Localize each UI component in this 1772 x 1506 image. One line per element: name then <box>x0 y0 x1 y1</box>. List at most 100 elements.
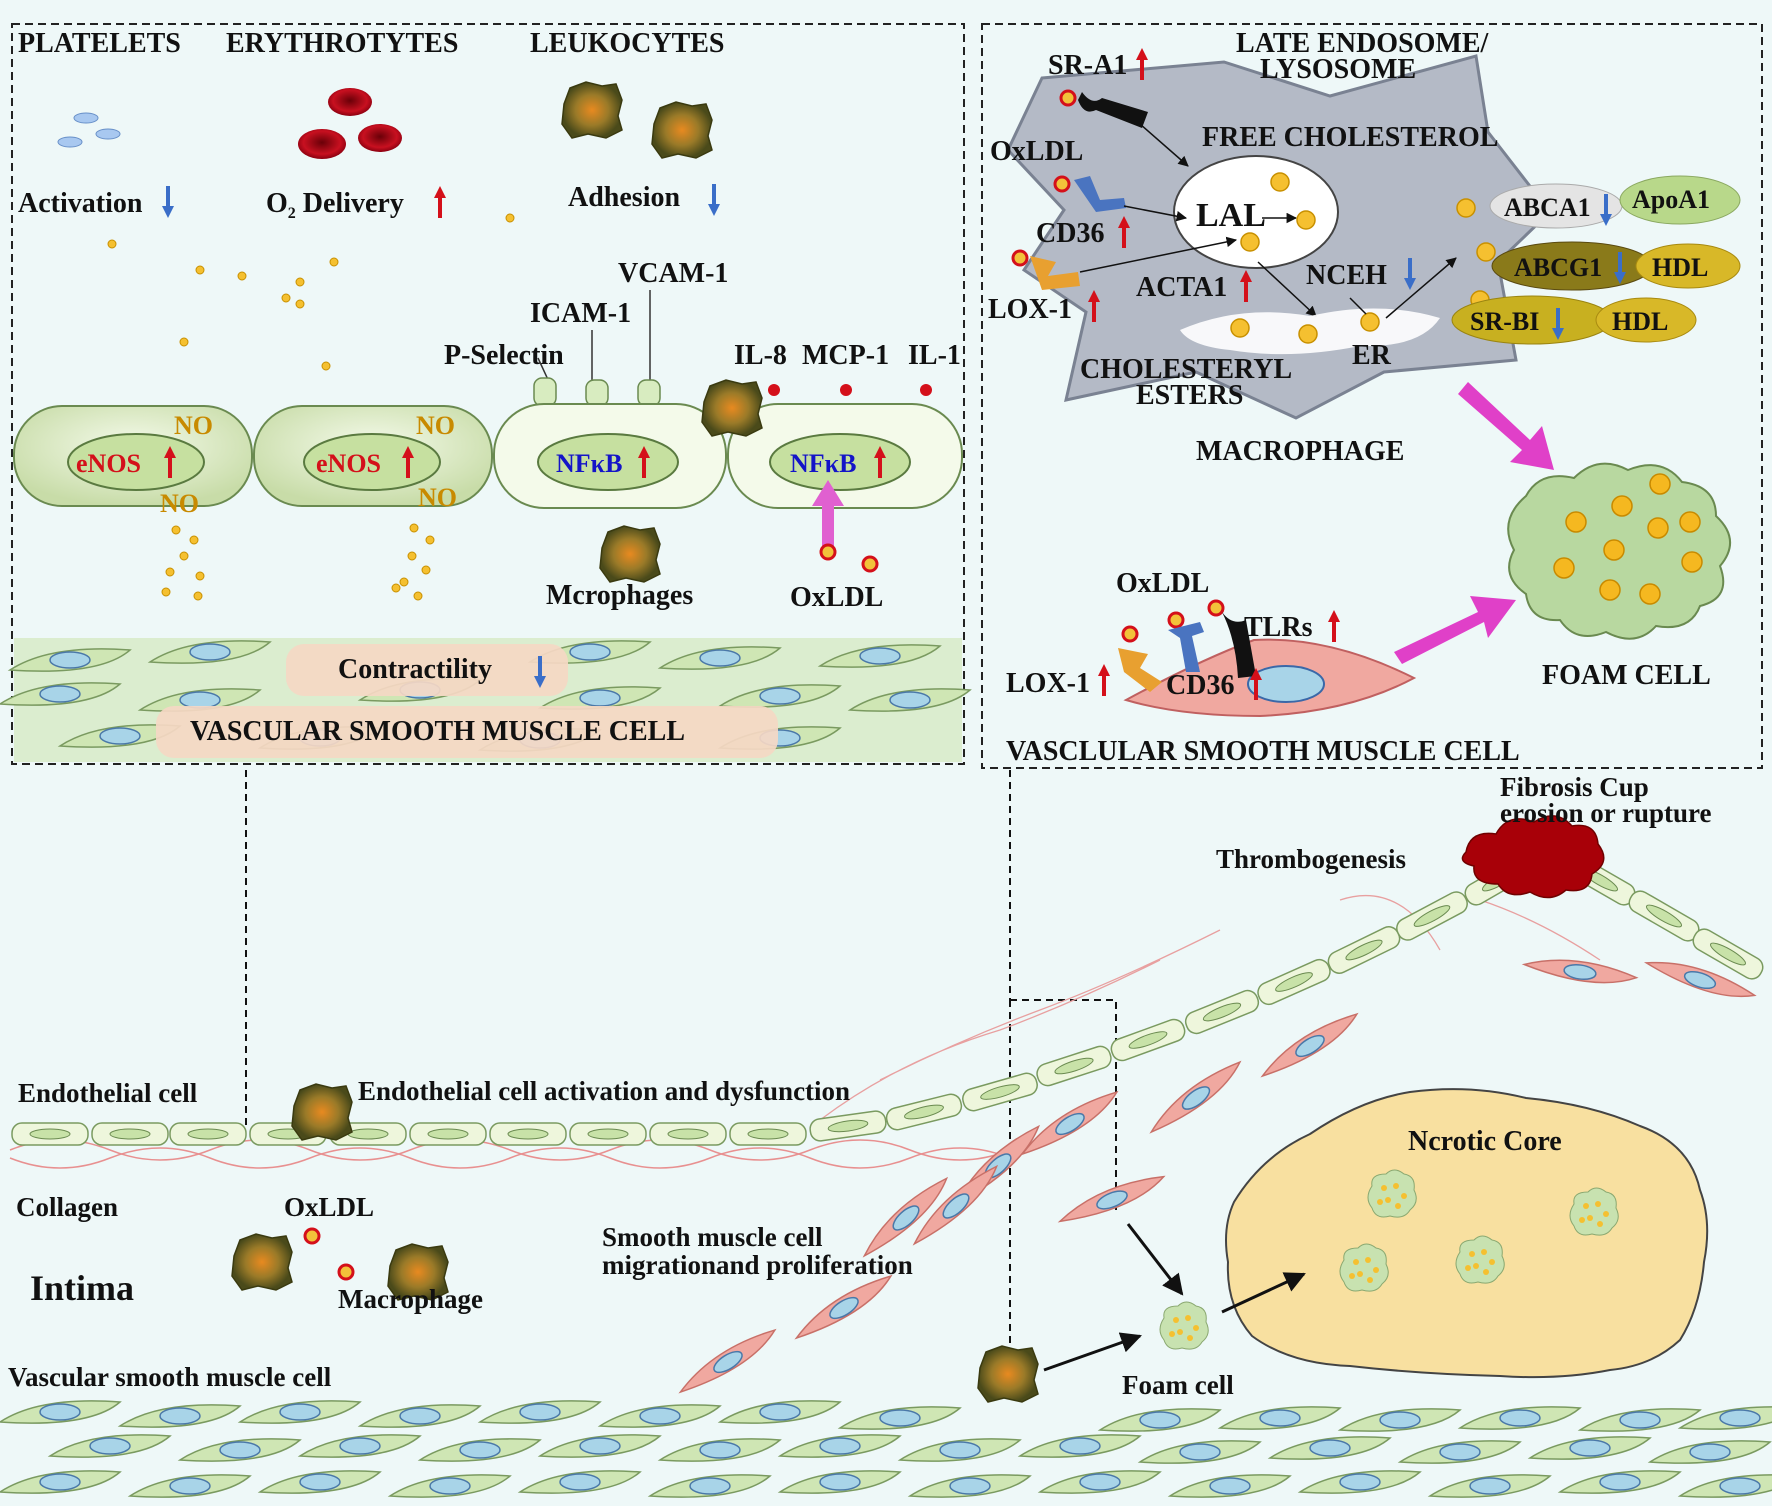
lox1-vsmc-receptor <box>1118 648 1162 692</box>
no-particles-bottom <box>161 523 435 601</box>
ester-dot-3 <box>1360 312 1380 332</box>
vsmc-top-label: VASCULAR SMOOTH MUSCLE CELL <box>190 716 685 747</box>
no-label-1a: NO <box>174 411 213 440</box>
vsmc-layer-bottom <box>0 1400 1772 1498</box>
cholesterol-dot-1 <box>1270 172 1290 192</box>
oxldl-uptake-arrow-shaft <box>822 500 834 546</box>
sra1-to-lal-arrow <box>1139 123 1189 167</box>
lox1-to-lal-arrow <box>1079 236 1238 273</box>
mcrophage-cell <box>599 525 661 583</box>
efflux-arrow <box>1385 257 1457 319</box>
cd36-receptor <box>1074 176 1126 212</box>
smc-migration-label-2: migrationand proliferation <box>602 1250 913 1280</box>
erythrocytes-label: ERYTHROTYTES <box>226 28 458 59</box>
cd36-vsmc-ligand <box>1167 611 1185 629</box>
lox1-vsmc-label: LOX-1 <box>1006 668 1090 699</box>
contractility-box <box>286 644 568 696</box>
collagen-line-2 <box>9 1147 1011 1169</box>
activation-label: Activation <box>18 188 143 219</box>
endothelial-cell-4: NFκB <box>727 403 963 509</box>
sra1-ligand <box>1059 89 1077 107</box>
core-foam-1 <box>1367 1169 1417 1218</box>
macrophage-label-bottom: Macrophage <box>338 1284 483 1314</box>
lox1-receptor <box>1030 256 1080 290</box>
vsmc-top-box <box>156 706 778 758</box>
smc-to-foam-arrow <box>1126 1223 1184 1296</box>
ester-dot-2 <box>1298 324 1318 344</box>
efflux-dot-1 <box>1456 198 1476 218</box>
late-endosome-label-1: LATE ENDOSOME/ <box>1236 28 1490 59</box>
enos-label-2: eNOS <box>316 449 381 478</box>
ncrotic-core-label: Ncrotic Core <box>1408 1126 1562 1157</box>
platelets-illustration <box>57 112 121 148</box>
lox1-label: LOX-1 <box>988 294 1072 325</box>
lal-to-esters-arrow <box>1257 261 1317 317</box>
endothelial-cell-1: eNOS NO NO <box>13 405 253 518</box>
macrophage-label: MACROPHAGE <box>1196 436 1404 467</box>
nfkb-label-2: NFκB <box>790 449 856 478</box>
oxldl-uptake-arrow-head <box>812 480 844 506</box>
no-particles-top <box>107 213 515 371</box>
nfkb-label-1: NFκB <box>556 449 622 478</box>
tlr-receptor <box>1222 612 1256 678</box>
sra1-receptor <box>1078 92 1148 128</box>
cd36-label: CD36 <box>1036 218 1104 249</box>
tlr-ligand <box>1207 599 1225 617</box>
fibrosis-label-1: Fibrosis Cup <box>1500 772 1649 802</box>
acta1-label: ACTA1 <box>1136 272 1227 303</box>
vsmc-to-foam-arrow <box>1394 596 1516 664</box>
cholesteryl-label-2: ESTERS <box>1136 380 1243 411</box>
apoa1 <box>1619 175 1741 225</box>
hdl-1 <box>1635 243 1741 289</box>
collagen-fibers-lesion <box>819 894 1601 1121</box>
cd36-vsmc-label: CD36 <box>1166 670 1234 701</box>
lysosome <box>1173 155 1339 269</box>
abca1-label: ABCA1 <box>1504 193 1591 222</box>
leukocytes-label: LEUKOCYTES <box>530 28 725 59</box>
efflux-dot-2 <box>1476 242 1496 262</box>
endothelial-cell-2: eNOS NO NO <box>253 405 493 512</box>
oxldl-label-top: OxLDL <box>790 582 883 613</box>
lox1-ligand <box>1011 249 1029 267</box>
adherent-macrophage-bottom <box>291 1083 353 1141</box>
hdl-label-2: HDL <box>1612 307 1668 336</box>
lal-label: LAL <box>1196 197 1266 234</box>
pselectin-label: P-Selectin <box>444 340 564 371</box>
cd36-ligand <box>1053 175 1071 193</box>
oxldl-label-vsmc: OxLDL <box>1116 568 1209 599</box>
oxldl-particle-1 <box>819 543 837 561</box>
necrotic-core <box>1225 1088 1709 1379</box>
icam-label: ICAM-1 <box>530 298 631 329</box>
vsmc-right-label: VASCLULAR SMOOTH MUSCLE CELL <box>1006 736 1520 767</box>
thrombus <box>1461 815 1605 899</box>
collagen-line-1 <box>9 1139 1011 1161</box>
contractility-label: Contractility <box>338 654 492 685</box>
il8-label: IL-8 <box>734 340 787 371</box>
nceh-pointer <box>1349 297 1367 315</box>
no-label-1b: NO <box>160 489 199 518</box>
o2-delivery-label: O2 Delivery <box>266 188 404 222</box>
thrombogenesis-label: Thrombogenesis <box>1216 844 1406 874</box>
panel-endothelium: PLATELETS ERYTHROTYTES LEUKOCYTES Activa… <box>0 23 971 765</box>
tlrs-label: TLRs <box>1244 612 1313 643</box>
no-label-2a: NO <box>416 411 455 440</box>
enos-label-1: eNOS <box>76 449 141 478</box>
cd36-vsmc-receptor <box>1168 622 1204 672</box>
oxldl-bottom-1 <box>303 1227 321 1245</box>
apoa1-label: ApoA1 <box>1632 185 1710 214</box>
foam-cell-bottom <box>1159 1301 1209 1350</box>
collagen-label: Collagen <box>16 1192 118 1222</box>
adherent-macrophage <box>701 379 763 437</box>
ester-dot-1 <box>1230 318 1250 338</box>
macrophage-to-foam-arrow <box>1043 1332 1142 1372</box>
macrophage-to-foam-arrow <box>1458 382 1554 470</box>
nceh-label: NCEH <box>1306 260 1387 291</box>
late-endosome-label-2: LYSOSOME <box>1260 54 1416 85</box>
mcp1-label: MCP-1 <box>802 340 889 371</box>
macrophage-bottom-3 <box>977 1345 1039 1403</box>
fibrosis-label-2: erosion or rupture <box>1500 798 1712 828</box>
oxldl-particle-2 <box>861 555 879 573</box>
foam-cell-lipids <box>1553 473 1703 605</box>
